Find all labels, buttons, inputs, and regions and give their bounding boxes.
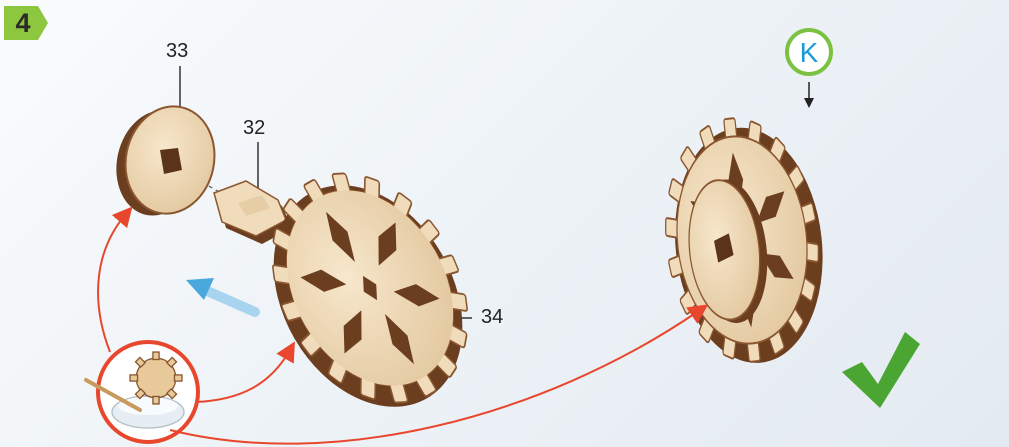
assembled-gear [654, 110, 834, 371]
part-34-gear [230, 139, 507, 441]
glue-arrow-to-washer [98, 214, 126, 352]
part-33-washer [107, 98, 224, 223]
down-arrow-icon [804, 82, 814, 108]
direction-arrow-icon [186, 278, 255, 312]
sub-assembly-letter: K [789, 37, 829, 69]
part-label-34: 34 [481, 306, 503, 329]
glue-arrow-to-gear [196, 350, 290, 402]
glue-bowl-icon [86, 342, 198, 442]
checkmark-icon [842, 332, 920, 408]
sub-assembly-badge: K [785, 28, 833, 76]
part-label-32: 32 [243, 117, 265, 140]
part-label-33: 33 [166, 40, 188, 63]
